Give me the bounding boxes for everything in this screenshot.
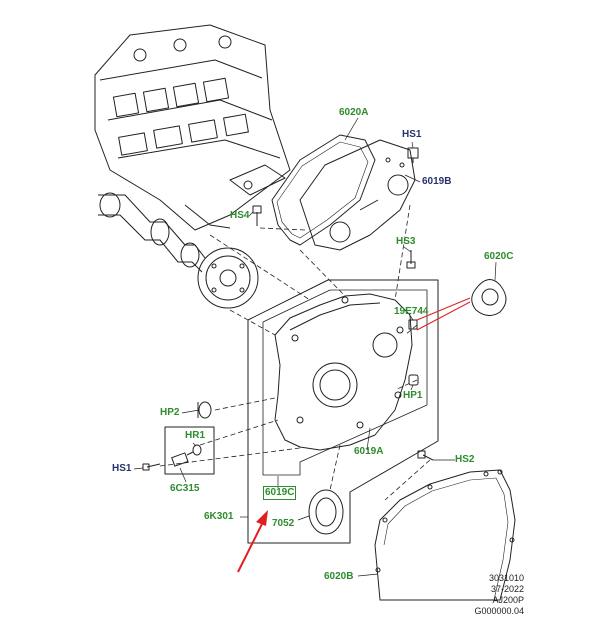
- label-hs4: HS4: [230, 210, 250, 221]
- label-hs1-top: HS1: [402, 129, 422, 140]
- label-hr1: HR1: [185, 430, 206, 441]
- ring-6020c-drawing: [471, 279, 507, 316]
- reference-line-1: 3031010: [488, 573, 524, 583]
- bolt-hs3-drawing: [406, 250, 416, 269]
- label-hs3: HS3: [396, 236, 416, 247]
- gasket-6020a-drawing: [271, 134, 376, 246]
- crankshaft-drawing: [98, 192, 259, 309]
- bolt-hs1-left-drawing: [142, 463, 161, 471]
- assembly-box-sensor: [164, 426, 215, 475]
- label-6020b: 6020B: [324, 571, 354, 582]
- gasket-6020b-drawing: [374, 469, 516, 601]
- label-6019a: 6019A: [354, 446, 384, 457]
- reference-line-3: AJ200P: [492, 595, 524, 605]
- bolt-hs2-drawing: [417, 450, 434, 461]
- plug-hp2-drawing: [197, 401, 212, 419]
- cover-6019b-drawing: [299, 139, 416, 251]
- oring-hr1-drawing: [192, 444, 202, 456]
- sensor-6c315-drawing: [171, 451, 194, 467]
- label-6019b: 6019B: [422, 176, 452, 187]
- label-19e744: 19E744: [394, 306, 429, 317]
- label-6k301: 6K301: [204, 511, 234, 522]
- label-7052: 7052: [272, 518, 295, 529]
- reference-line-4: G000000.04: [474, 606, 524, 616]
- label-6020a: 6020A: [339, 107, 369, 118]
- cover-6019a-drawing: [274, 293, 413, 451]
- label-hs2: HS2: [455, 454, 475, 465]
- diagram-reference: 3031010 37-2022 AJ200P G000000.04: [474, 573, 524, 617]
- red-pointer-arrow: [237, 510, 268, 573]
- bolt-hs4-drawing: [252, 205, 262, 226]
- label-hs1-left: HS1: [112, 463, 132, 474]
- assembly-box-inner: [262, 289, 428, 476]
- label-hp1: HP1: [403, 390, 423, 401]
- plug-hp1-drawing: [408, 374, 419, 386]
- label-6019c: 6019C: [263, 486, 297, 500]
- reference-line-2: 37-2022: [490, 584, 524, 594]
- projection-lines: [159, 204, 431, 501]
- label-6c315: 6C315: [170, 483, 200, 494]
- engine-block-drawing: [94, 24, 291, 231]
- label-hp2: HP2: [160, 407, 180, 418]
- seal-7052-drawing: [308, 489, 344, 535]
- assembly-box-6k301: [247, 279, 439, 544]
- label-6020c: 6020C: [484, 251, 514, 262]
- red-leader-lines: [416, 297, 471, 331]
- leader-lines: [133, 117, 497, 577]
